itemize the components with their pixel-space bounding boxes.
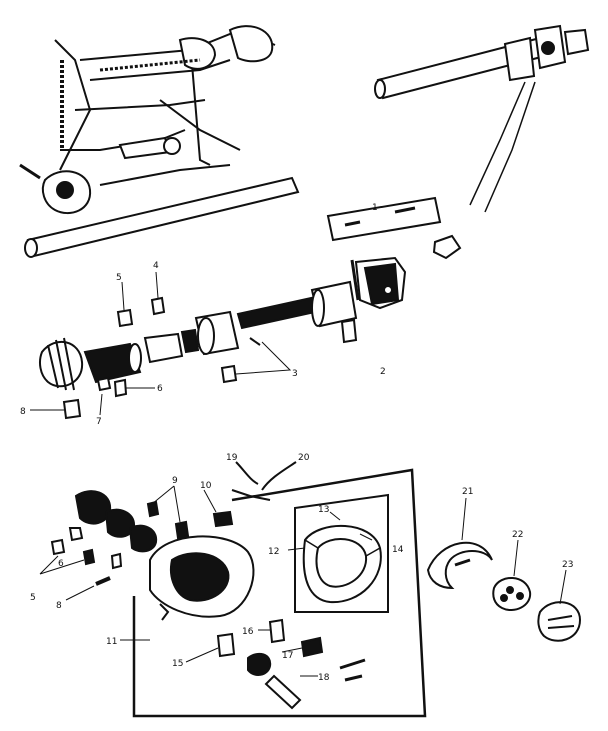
main-shaft-assembly	[39, 256, 407, 391]
label-4: 4	[153, 261, 159, 271]
label-23: 23	[562, 560, 573, 570]
label-7: 7	[96, 417, 102, 427]
middle-small-parts	[30, 271, 358, 420]
label-5-top: 5	[116, 273, 122, 283]
label-21: 21	[462, 487, 473, 497]
label-3: 3	[292, 369, 298, 379]
label-19: 19	[226, 453, 238, 463]
upper-right-shaft	[374, 24, 590, 213]
label-5-bottom: 5	[30, 593, 36, 603]
label-8-top: 8	[20, 407, 26, 417]
label-16: 16	[242, 627, 254, 637]
label-14: 14	[392, 545, 404, 555]
label-9: 9	[172, 476, 178, 486]
label-18: 18	[318, 673, 330, 683]
hook-assembly	[39, 461, 582, 710]
label-1: 1	[372, 203, 378, 213]
label-20: 20	[298, 453, 310, 463]
label-2: 2	[380, 367, 386, 377]
label-15: 15	[172, 659, 183, 669]
hook-inset-frame	[294, 493, 389, 613]
label-plate: 1	[326, 196, 442, 242]
machine-mechanism-assembly	[19, 25, 300, 258]
label-8-bottom: 8	[56, 601, 62, 611]
small-nut	[432, 234, 462, 260]
label-22: 22	[512, 530, 523, 540]
label-11: 11	[106, 637, 117, 647]
label-6-top: 6	[157, 384, 163, 394]
label-6-left: 6	[58, 559, 64, 569]
label-13: 13	[318, 505, 329, 515]
label-17: 17	[282, 651, 293, 661]
label-10: 10	[200, 481, 212, 491]
hook-assembly-frame	[132, 468, 427, 718]
label-12: 12	[268, 547, 279, 557]
